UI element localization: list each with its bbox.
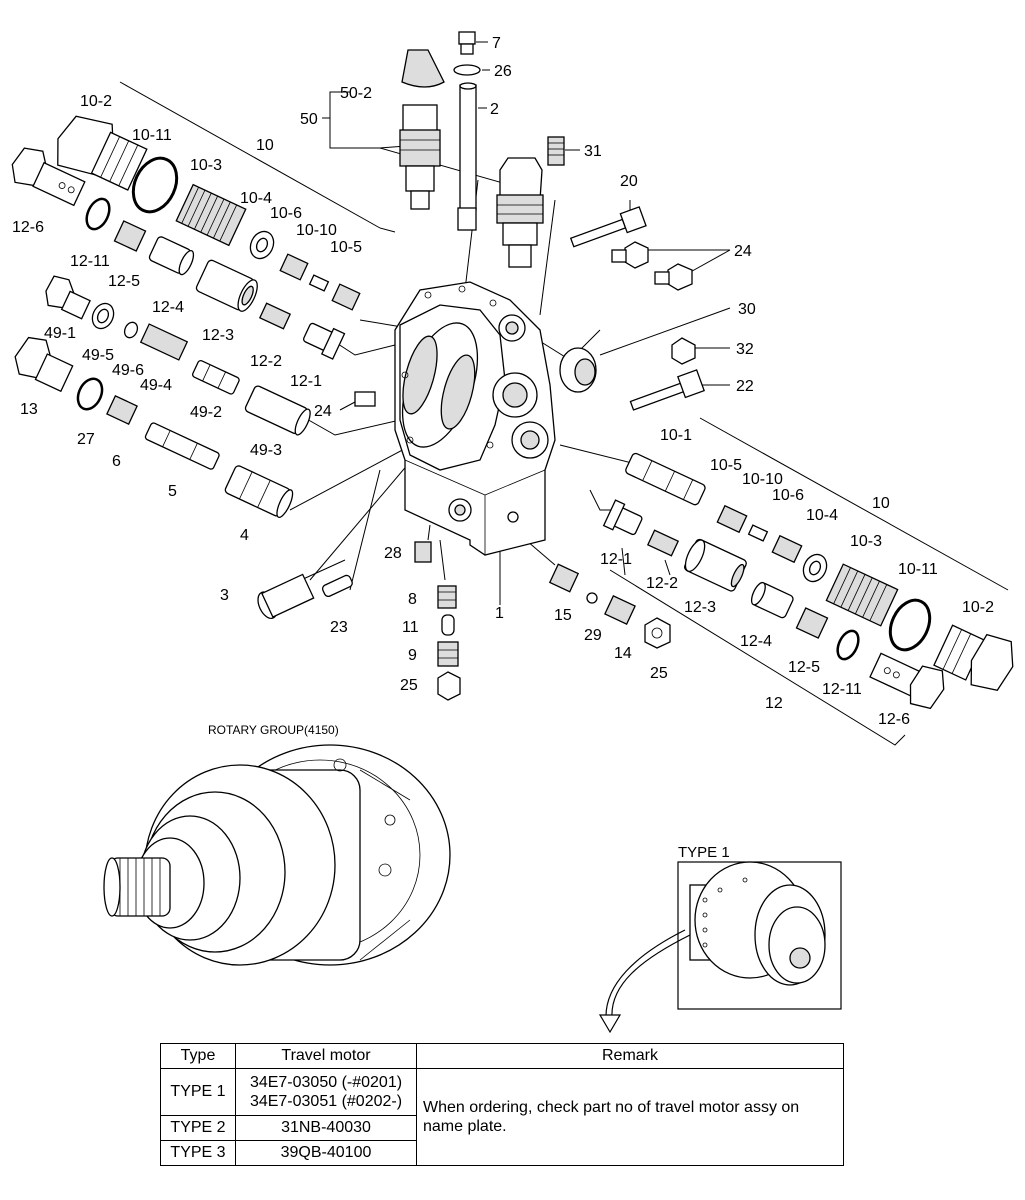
type1-motor-image xyxy=(598,861,842,1034)
label-15: 15 xyxy=(554,607,572,624)
label-10-5-upper: 10-5 xyxy=(330,239,362,256)
label-10-11-upper: 10-11 xyxy=(132,127,172,144)
label-31: 31 xyxy=(584,143,602,160)
label-11: 11 xyxy=(402,619,419,636)
label-1: 1 xyxy=(495,605,504,622)
label-12-6-lower: 12-6 xyxy=(878,711,910,728)
header-type: Type xyxy=(160,1043,236,1069)
row2-type: TYPE 2 xyxy=(160,1115,236,1141)
label-7: 7 xyxy=(492,35,501,52)
label-28: 28 xyxy=(384,545,402,562)
label-10-3-upper: 10-3 xyxy=(190,157,222,174)
travel-motor-table: Type Travel motor Remark TYPE 1 34E7-030… xyxy=(160,1043,844,1166)
label-10-11-lower: 10-11 xyxy=(898,561,938,578)
label-12-4-upper: 12-4 xyxy=(152,299,184,316)
label-49-4: 49-4 xyxy=(140,377,172,394)
label-10-6-upper: 10-6 xyxy=(270,205,302,222)
label-10-upper: 10 xyxy=(256,137,274,154)
label-20: 20 xyxy=(620,173,638,190)
label-12-1-lower: 12-1 xyxy=(600,551,632,568)
label-12-lower: 12 xyxy=(765,695,783,712)
label-12-4-lower: 12-4 xyxy=(740,633,772,650)
row1-type: TYPE 1 xyxy=(160,1068,236,1116)
label-8: 8 xyxy=(408,591,417,608)
rotary-group-caption: ROTARY GROUP(4150) xyxy=(208,723,339,737)
label-25-right: 25 xyxy=(650,665,668,682)
label-10-4-upper: 10-4 xyxy=(240,190,272,207)
label-12-2-lower: 12-2 xyxy=(646,575,678,592)
label-32: 32 xyxy=(736,341,754,358)
label-10-5-lower: 10-5 xyxy=(710,457,742,474)
top-parts xyxy=(399,31,565,268)
lower-right-assembly xyxy=(602,452,1014,710)
row3-motor: 39QB-40100 xyxy=(235,1140,417,1166)
label-50-2: 50-2 xyxy=(340,85,372,102)
bottom-center-parts xyxy=(414,541,671,701)
label-49-1: 49-1 xyxy=(44,325,76,342)
label-12-1-upper: 12-1 xyxy=(290,373,322,390)
header-remark: Remark xyxy=(416,1043,844,1069)
label-12-3-lower: 12-3 xyxy=(684,599,716,616)
label-49-6: 49-6 xyxy=(112,362,144,379)
label-10-3-lower: 10-3 xyxy=(850,533,882,550)
upper-left-assembly xyxy=(11,115,361,620)
label-12-5-lower: 12-5 xyxy=(788,659,820,676)
table-row: TYPE 2 31NB-40030 xyxy=(160,1115,844,1141)
label-26: 26 xyxy=(494,63,512,80)
valve-body-part-1 xyxy=(394,281,556,556)
label-4: 4 xyxy=(240,527,249,544)
row1-motor-a: 34E7-03050 (-#0201) xyxy=(249,1074,403,1091)
table-row: TYPE 3 39QB-40100 xyxy=(160,1140,844,1166)
label-3: 3 xyxy=(220,587,229,604)
label-10-1: 10-1 xyxy=(660,427,692,444)
label-6: 6 xyxy=(112,453,121,470)
label-29: 29 xyxy=(584,627,602,644)
label-23: 23 xyxy=(330,619,348,636)
label-27: 27 xyxy=(77,431,95,448)
label-5: 5 xyxy=(168,483,177,500)
table-header-row: Type Travel motor Remark xyxy=(160,1043,844,1069)
label-24-left: 24 xyxy=(314,403,332,420)
rotary-group-illustration xyxy=(103,744,451,966)
label-10-10-lower: 10-10 xyxy=(742,471,783,488)
label-10-2-lower: 10-2 xyxy=(962,599,994,616)
label-12-11-upper: 12-11 xyxy=(70,253,110,270)
part-labels: 7 26 2 50-2 50 31 20 24 30 32 22 24 10-2… xyxy=(12,35,994,728)
label-50: 50 xyxy=(300,111,318,128)
label-22: 22 xyxy=(736,378,754,395)
label-2: 2 xyxy=(490,101,499,118)
row2-motor: 31NB-40030 xyxy=(235,1115,417,1141)
label-12-3-upper: 12-3 xyxy=(202,327,234,344)
remark-cell: When ordering, check part no of travel m… xyxy=(416,1068,844,1166)
label-12-2-upper: 12-2 xyxy=(250,353,282,370)
label-14: 14 xyxy=(614,645,632,662)
label-24-top: 24 xyxy=(734,243,752,260)
label-49-3: 49-3 xyxy=(250,442,282,459)
label-10-10-upper: 10-10 xyxy=(296,222,337,239)
type1-caption: TYPE 1 xyxy=(678,844,730,861)
row1-motor: 34E7-03050 (-#0201) 34E7-03051 (#0202-) xyxy=(235,1068,417,1116)
label-49-2: 49-2 xyxy=(190,404,222,421)
label-10-2-upper: 10-2 xyxy=(80,93,112,110)
label-9: 9 xyxy=(408,647,417,664)
header-travel-motor: Travel motor xyxy=(235,1043,417,1069)
label-10-lower: 10 xyxy=(872,495,890,512)
label-25-bottom: 25 xyxy=(400,677,418,694)
label-12-6-upper: 12-6 xyxy=(12,219,44,236)
table-row: TYPE 1 34E7-03050 (-#0201) 34E7-03051 (#… xyxy=(160,1068,844,1166)
label-49-5: 49-5 xyxy=(82,347,114,364)
row1-motor-b: 34E7-03051 (#0202-) xyxy=(249,1093,403,1110)
label-12-11-lower: 12-11 xyxy=(822,681,862,698)
row3-type: TYPE 3 xyxy=(160,1140,236,1166)
label-13: 13 xyxy=(20,401,38,418)
label-30: 30 xyxy=(738,301,756,318)
label-12-5-upper: 12-5 xyxy=(108,273,140,290)
label-10-4-lower: 10-4 xyxy=(806,507,838,524)
right-top-bolts xyxy=(354,206,706,411)
label-10-6-lower: 10-6 xyxy=(772,487,804,504)
